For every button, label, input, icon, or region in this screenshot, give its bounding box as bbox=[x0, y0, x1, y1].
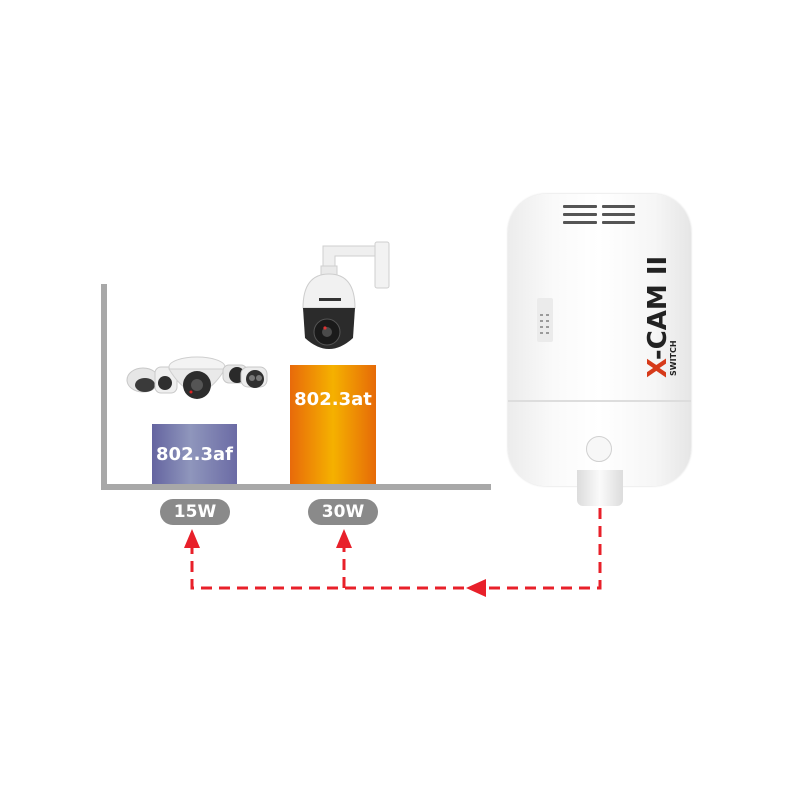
bar-label-af: 802.3af bbox=[156, 443, 233, 465]
power-badge-15w: 15W bbox=[160, 499, 230, 525]
led-indicator-panel bbox=[537, 298, 553, 342]
x-cam-ii-logo: X-CAM II SWITCH bbox=[643, 256, 676, 378]
ethernet-port-housing bbox=[577, 470, 623, 506]
arrow-left-icon bbox=[466, 579, 486, 597]
arrow-up-30w-icon bbox=[336, 529, 352, 548]
bar-label-at: 802.3at bbox=[294, 389, 372, 410]
arrow-up-15w-icon bbox=[184, 529, 200, 548]
x-axis bbox=[101, 484, 491, 490]
ptz-camera-illustration bbox=[302, 241, 390, 349]
power-badge-30w: 30W bbox=[308, 499, 378, 525]
svg-text:X-CAM II: X-CAM II bbox=[643, 256, 673, 378]
power-label-15w: 15W bbox=[173, 502, 217, 522]
bar-802-3at: 802.3at bbox=[290, 365, 376, 484]
power-label-30w: 30W bbox=[321, 502, 365, 522]
enclosure-seam bbox=[508, 400, 691, 402]
fixed-cameras-illustration bbox=[126, 356, 268, 399]
cable-gland-cap bbox=[586, 436, 612, 462]
bar-802-3af: 802.3af bbox=[152, 424, 237, 484]
svg-text:SWITCH: SWITCH bbox=[669, 340, 676, 376]
vent-grille-icon bbox=[563, 205, 635, 224]
y-axis bbox=[101, 284, 107, 490]
